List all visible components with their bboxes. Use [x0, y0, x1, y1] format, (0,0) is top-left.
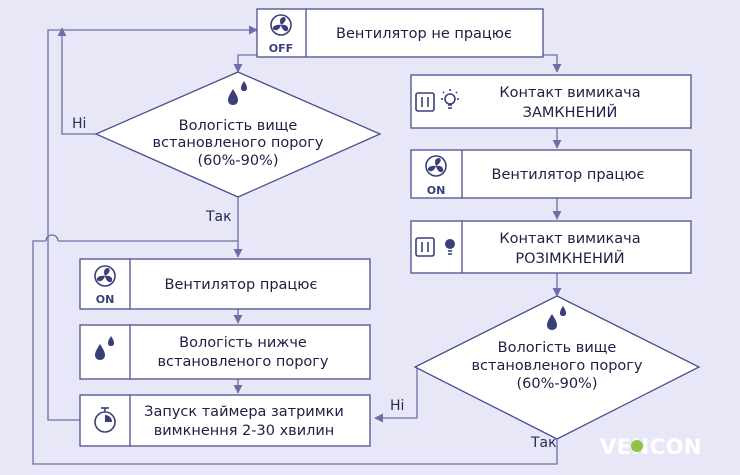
decision-line-3: (60%-90%) — [516, 376, 597, 392]
decision-check1: Вологість вище встановленого порогу (60%… — [94, 71, 382, 198]
node-line-2: вимкнення 2-30 хвилин — [154, 423, 335, 439]
node-line-2: ЗАМКНЕНИЙ — [523, 103, 618, 121]
edge-check2-no — [374, 367, 418, 423]
node-line-1: Вологість нижче — [179, 335, 307, 351]
node-switch-closed: Контакт вимикача ЗАМКНЕНИЙ — [410, 74, 692, 129]
icon-label: ON — [96, 293, 115, 306]
brand-name: VENCON — [600, 435, 702, 459]
brand-logo: VENCON — [600, 435, 702, 459]
edge-label-no2: Ні — [390, 398, 404, 414]
edge-off-to-check1 — [233, 54, 257, 73]
node-text: Вентилятор не працює — [336, 26, 512, 42]
decision-line-1: Вологість вище — [498, 340, 617, 356]
node-line-1: Контакт вимикача — [499, 85, 640, 101]
decision-line-1: Вологість вище — [179, 118, 298, 134]
node-fan-off: OFF Вентилятор не працює — [256, 8, 544, 58]
edge-check1-no — [57, 27, 96, 135]
icon-label: ON — [427, 184, 446, 197]
decision-line-2: встановленого порогу — [471, 358, 642, 374]
node-fan-on-left: ON Вентилятор працює — [79, 258, 371, 310]
node-fan-on-right: ON Вентилятор працює — [410, 149, 692, 199]
node-line-1: Запуск таймера затримки — [144, 404, 344, 420]
node-text: Вентилятор працює — [165, 277, 318, 293]
icon-label: OFF — [269, 42, 293, 55]
decision-line-2: встановленого порогу — [152, 135, 323, 151]
edge-timer-to-off — [47, 25, 258, 421]
edge-label-yes2: Так — [530, 435, 557, 451]
node-line-1: Контакт вимикача — [499, 231, 640, 247]
lamp-on-icon — [441, 89, 459, 109]
node-humidity-low: Вологість нижче встановленого порогу — [79, 324, 371, 380]
edge-label-no1: Ні — [72, 116, 86, 132]
connector-lines — [32, 25, 562, 465]
node-line-2: РОЗІМКНЕНИЙ — [515, 249, 624, 267]
decision-check2: Вологість вище встановленого порогу (60%… — [413, 295, 701, 440]
edge-off-to-switch-closed — [543, 54, 562, 73]
node-text: Вентилятор працює — [492, 167, 645, 183]
node-line-2: встановленого порогу — [157, 354, 328, 370]
node-timer: Запуск таймера затримки вимкнення 2-30 х… — [79, 394, 371, 447]
stopwatch-icon — [94, 407, 116, 433]
edge-label-yes1: Так — [205, 209, 232, 225]
lamp-off-icon — [445, 239, 455, 255]
edge-check2-yes — [32, 240, 558, 465]
node-switch-open: Контакт вимикача РОЗІМКНЕНИЙ — [410, 220, 692, 274]
decision-line-3: (60%-90%) — [197, 153, 278, 169]
